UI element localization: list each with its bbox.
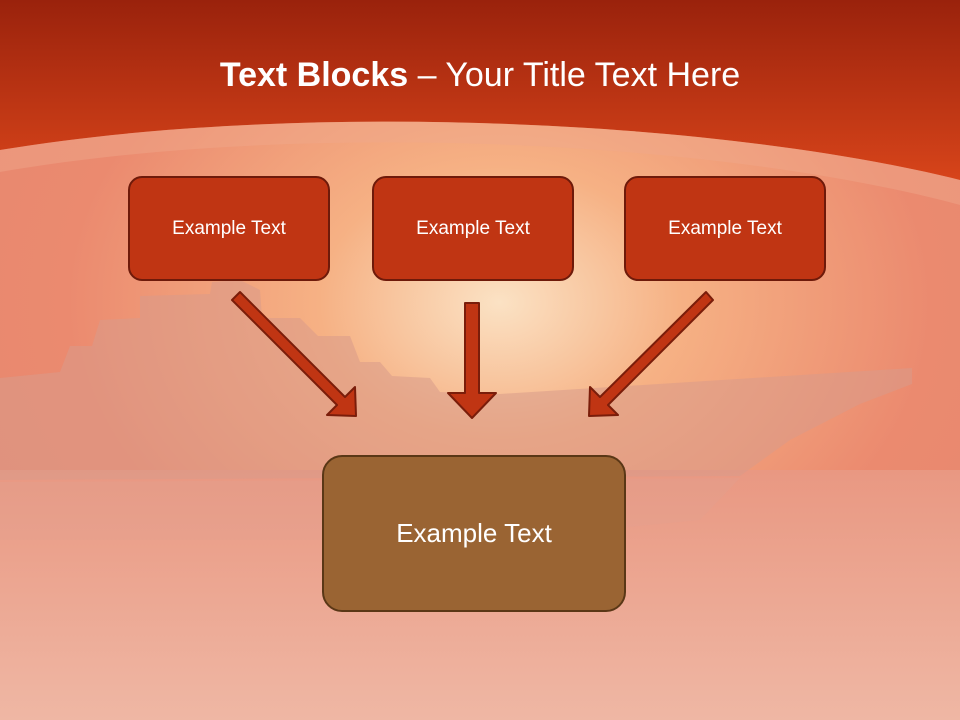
- slide-title: Text Blocks – Your Title Text Here: [0, 52, 960, 98]
- text-block-right[interactable]: Example Text: [624, 176, 826, 281]
- title-bold-text: Text Blocks: [219, 56, 409, 94]
- text-block-left[interactable]: Example Text: [128, 176, 330, 281]
- text-block-right-label: Example Text: [668, 217, 782, 239]
- text-block-center[interactable]: Example Text: [372, 176, 574, 281]
- text-block-left-label: Example Text: [172, 217, 286, 239]
- title-rest-text: – Your Title Text Here: [408, 56, 741, 94]
- text-block-main-label: Example Text: [396, 518, 552, 548]
- text-block-center-label: Example Text: [416, 217, 530, 239]
- text-block-main[interactable]: Example Text: [322, 455, 626, 612]
